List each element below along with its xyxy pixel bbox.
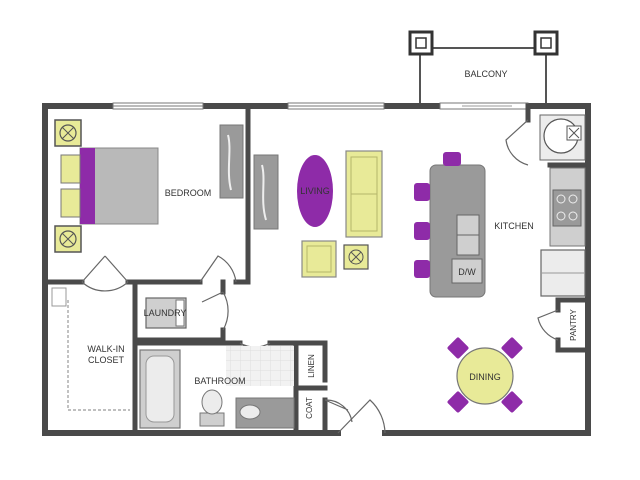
bedroom-label: BEDROOM (165, 188, 212, 198)
walkin-label-line1: WALK-IN (87, 344, 124, 354)
linen-label: LINEN (307, 354, 316, 378)
dw-label: D/W (458, 267, 476, 277)
dining-label: DINING (469, 372, 501, 382)
sink (239, 404, 261, 420)
bed-headboard (80, 148, 95, 224)
range (552, 189, 582, 227)
bath-tile-floor (226, 346, 294, 386)
dresser (219, 124, 244, 199)
balcony-label: BALCONY (464, 69, 507, 79)
living: LIVING (253, 150, 383, 278)
dining-table (456, 347, 514, 405)
dining-chair-br (501, 391, 523, 413)
interior-walls (42, 103, 591, 436)
pillow-top (60, 154, 81, 184)
stool-3 (414, 222, 430, 240)
bedroom: BEDROOM (54, 119, 244, 253)
kitchen-label: KITCHEN (494, 221, 534, 231)
walk-in-closet: WALK-IN CLOSET (51, 287, 125, 365)
toilet-bowl (201, 389, 223, 415)
laundry-label: LAUNDRY (144, 308, 187, 318)
dining-chair-tl (447, 337, 469, 359)
pillow-bottom (60, 188, 81, 218)
kitchen: D/W KITCHEN PANTRY (414, 114, 586, 341)
windows (112, 102, 529, 110)
laundry: LAUNDRY (144, 297, 187, 329)
toilet-tank (199, 412, 225, 427)
balcony: BALCONY (408, 30, 559, 105)
bathroom-label: BATHROOM (194, 376, 245, 386)
dining-chair-tr (501, 337, 523, 359)
living-label: LIVING (300, 186, 330, 196)
stool-2 (414, 183, 430, 201)
pantry-label: PANTRY (569, 308, 578, 340)
armchair (301, 240, 337, 278)
stool-1 (443, 152, 461, 166)
living-ottoman (297, 155, 333, 227)
walkin-label-line2: CLOSET (88, 355, 125, 365)
dining-chair-bl (447, 391, 469, 413)
coat-label: COAT (305, 397, 314, 419)
exterior-walls (42, 103, 591, 436)
bathroom: BATHROOM LINEN COAT (139, 346, 316, 429)
dishwasher (451, 258, 483, 284)
stool-4 (414, 260, 430, 278)
dining: DINING (447, 337, 523, 413)
